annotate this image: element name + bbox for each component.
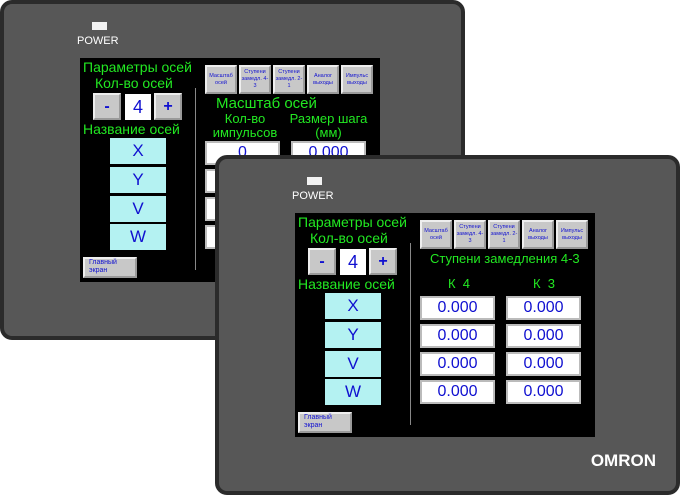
axis-names-label: Название осей [83,121,180,137]
axes-count-label: Кол-во осей [95,75,173,91]
increase-axes-button[interactable]: + [369,248,397,275]
axis-name-2[interactable]: V [325,351,381,377]
axis-name-3[interactable]: W [110,224,166,250]
axis-name-1[interactable]: Y [325,322,381,348]
axes-count-value[interactable]: 4 [125,94,151,120]
axis-name-1[interactable]: Y [110,167,166,193]
axes-count-value[interactable]: 4 [340,249,366,275]
screen-title: Параметры осей [298,214,407,230]
power-label: POWER [77,35,119,47]
axis-name-3[interactable]: W [325,379,381,405]
tab-4[interactable]: Импульс выходы [341,65,373,94]
decrease-axes-button[interactable]: - [308,248,336,275]
section-heading: Ступени замедления 4-3 [430,251,580,266]
tab-1[interactable]: Ступени замедл. 4-3 [239,65,271,94]
value-col2-row2[interactable]: 0.000 [506,352,581,376]
value-col2-row1[interactable]: 0.000 [506,324,581,348]
section-heading: Масштаб осей [216,95,317,112]
value-col1-row3[interactable]: 0.000 [420,380,495,404]
tab-4[interactable]: Импульс выходы [556,220,588,249]
hmi-screen: Параметры осей Кол-во осей - 4 + Названи… [295,213,595,437]
axis-name-2[interactable]: V [110,196,166,222]
tab-2[interactable]: Ступени замедл. 2-1 [273,65,305,94]
column-header-k3: К 3 [533,276,556,291]
value-col1-row1[interactable]: 0.000 [420,324,495,348]
power-led-icon [92,22,107,30]
tab-2[interactable]: Ступени замедл. 2-1 [488,220,520,249]
power-led-icon [307,177,322,185]
value-col1-row2[interactable]: 0.000 [420,352,495,376]
column-header-pulses: Кол-во импульсов [212,111,278,140]
axis-name-0[interactable]: X [325,293,381,319]
tab-3[interactable]: Аналог выходы [307,65,339,94]
screen-title: Параметры осей [83,59,192,75]
column-header-k4: К 4 [448,276,471,291]
tab-3[interactable]: Аналог выходы [522,220,554,249]
main-screen-button[interactable]: Главный экран [298,412,352,433]
hmi-panel-front: POWER OMRON Параметры осей Кол-во осей - … [215,155,680,495]
value-col2-row3[interactable]: 0.000 [506,380,581,404]
tab-0[interactable]: Масштаб осей [420,220,452,249]
decrease-axes-button[interactable]: - [93,93,121,120]
tab-0[interactable]: Масштаб осей [205,65,237,94]
value-col2-row0[interactable]: 0.000 [506,296,581,320]
value-col1-row0[interactable]: 0.000 [420,296,495,320]
increase-axes-button[interactable]: + [154,93,182,120]
divider [410,243,411,425]
power-label: POWER [292,190,334,202]
axes-count-label: Кол-во осей [310,230,388,246]
column-header-step: Размер шага (мм) [289,111,368,140]
axis-names-label: Название осей [298,276,395,292]
divider [195,88,196,270]
axis-name-0[interactable]: X [110,138,166,164]
main-screen-button[interactable]: Главный экран [83,257,137,278]
tab-1[interactable]: Ступени замедл. 4-3 [454,220,486,249]
omron-logo: OMRON [590,451,656,470]
